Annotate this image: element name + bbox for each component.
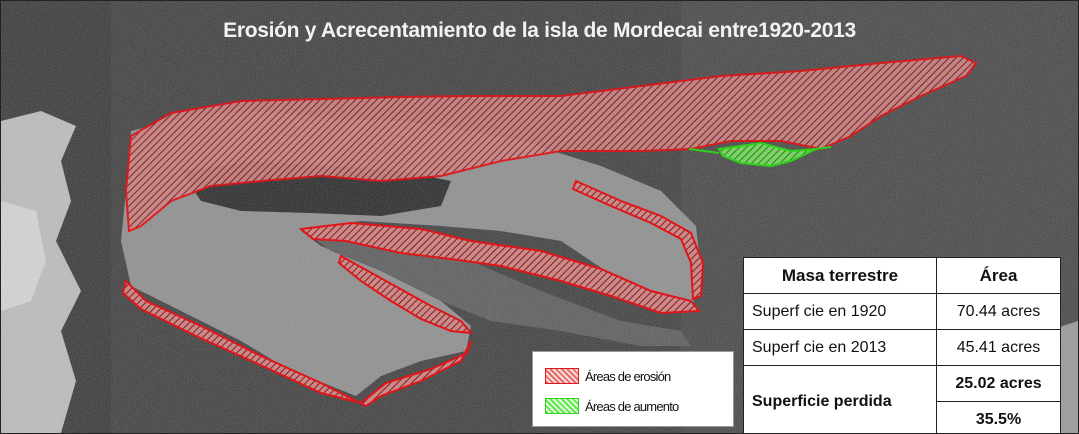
table-header-land: Masa terrestre bbox=[743, 257, 937, 294]
erosion-swatch bbox=[545, 368, 579, 384]
legend-label-accretion: Áreas de aumento bbox=[585, 398, 679, 414]
legend: Áreas de erosión Áreas de aumento bbox=[532, 351, 734, 427]
row-label-1920: Superf cie en 1920 bbox=[743, 293, 937, 330]
total-label: Superficie perdida bbox=[743, 365, 937, 433]
total-value: 25.02 acres bbox=[936, 365, 1061, 402]
erosion-area-north bbox=[124, 54, 978, 233]
erosion-area-east-rim bbox=[571, 179, 705, 301]
table-row: Superf cie en 1920 70.44 acres bbox=[743, 293, 1061, 330]
erosion-area-bay-south bbox=[337, 254, 474, 335]
accretion-edge bbox=[688, 146, 832, 154]
erosion-area-inner-bay bbox=[298, 221, 701, 315]
table-row-total: Superficie perdida 25.02 acres bbox=[743, 365, 1061, 433]
total-percent: 35.5% bbox=[936, 401, 1061, 433]
table-row: Superf cie en 2013 45.41 acres bbox=[743, 329, 1061, 366]
map-title: Erosión y Acrecentamiento de la isla de … bbox=[223, 19, 856, 42]
legend-label-erosion: Áreas de erosión bbox=[585, 368, 671, 384]
table-header-row: Masa terrestre Área bbox=[743, 257, 1061, 294]
row-value-2013: 45.41 acres bbox=[936, 329, 1061, 366]
row-value-1920: 70.44 acres bbox=[936, 293, 1061, 330]
table-row-percent: 35.5% bbox=[744, 401, 1061, 433]
accretion-area bbox=[717, 141, 817, 168]
table-header-area: Área bbox=[936, 257, 1061, 294]
accretion-swatch bbox=[545, 398, 579, 414]
row-label-2013: Superf cie en 2013 bbox=[743, 329, 937, 366]
legend-item-erosion: Áreas de erosión bbox=[545, 366, 671, 386]
erosion-area-south-shore bbox=[121, 279, 472, 408]
area-table: Masa terrestre Área Superf cie en 1920 7… bbox=[743, 257, 1061, 433]
legend-item-accretion: Áreas de aumento bbox=[545, 396, 679, 416]
